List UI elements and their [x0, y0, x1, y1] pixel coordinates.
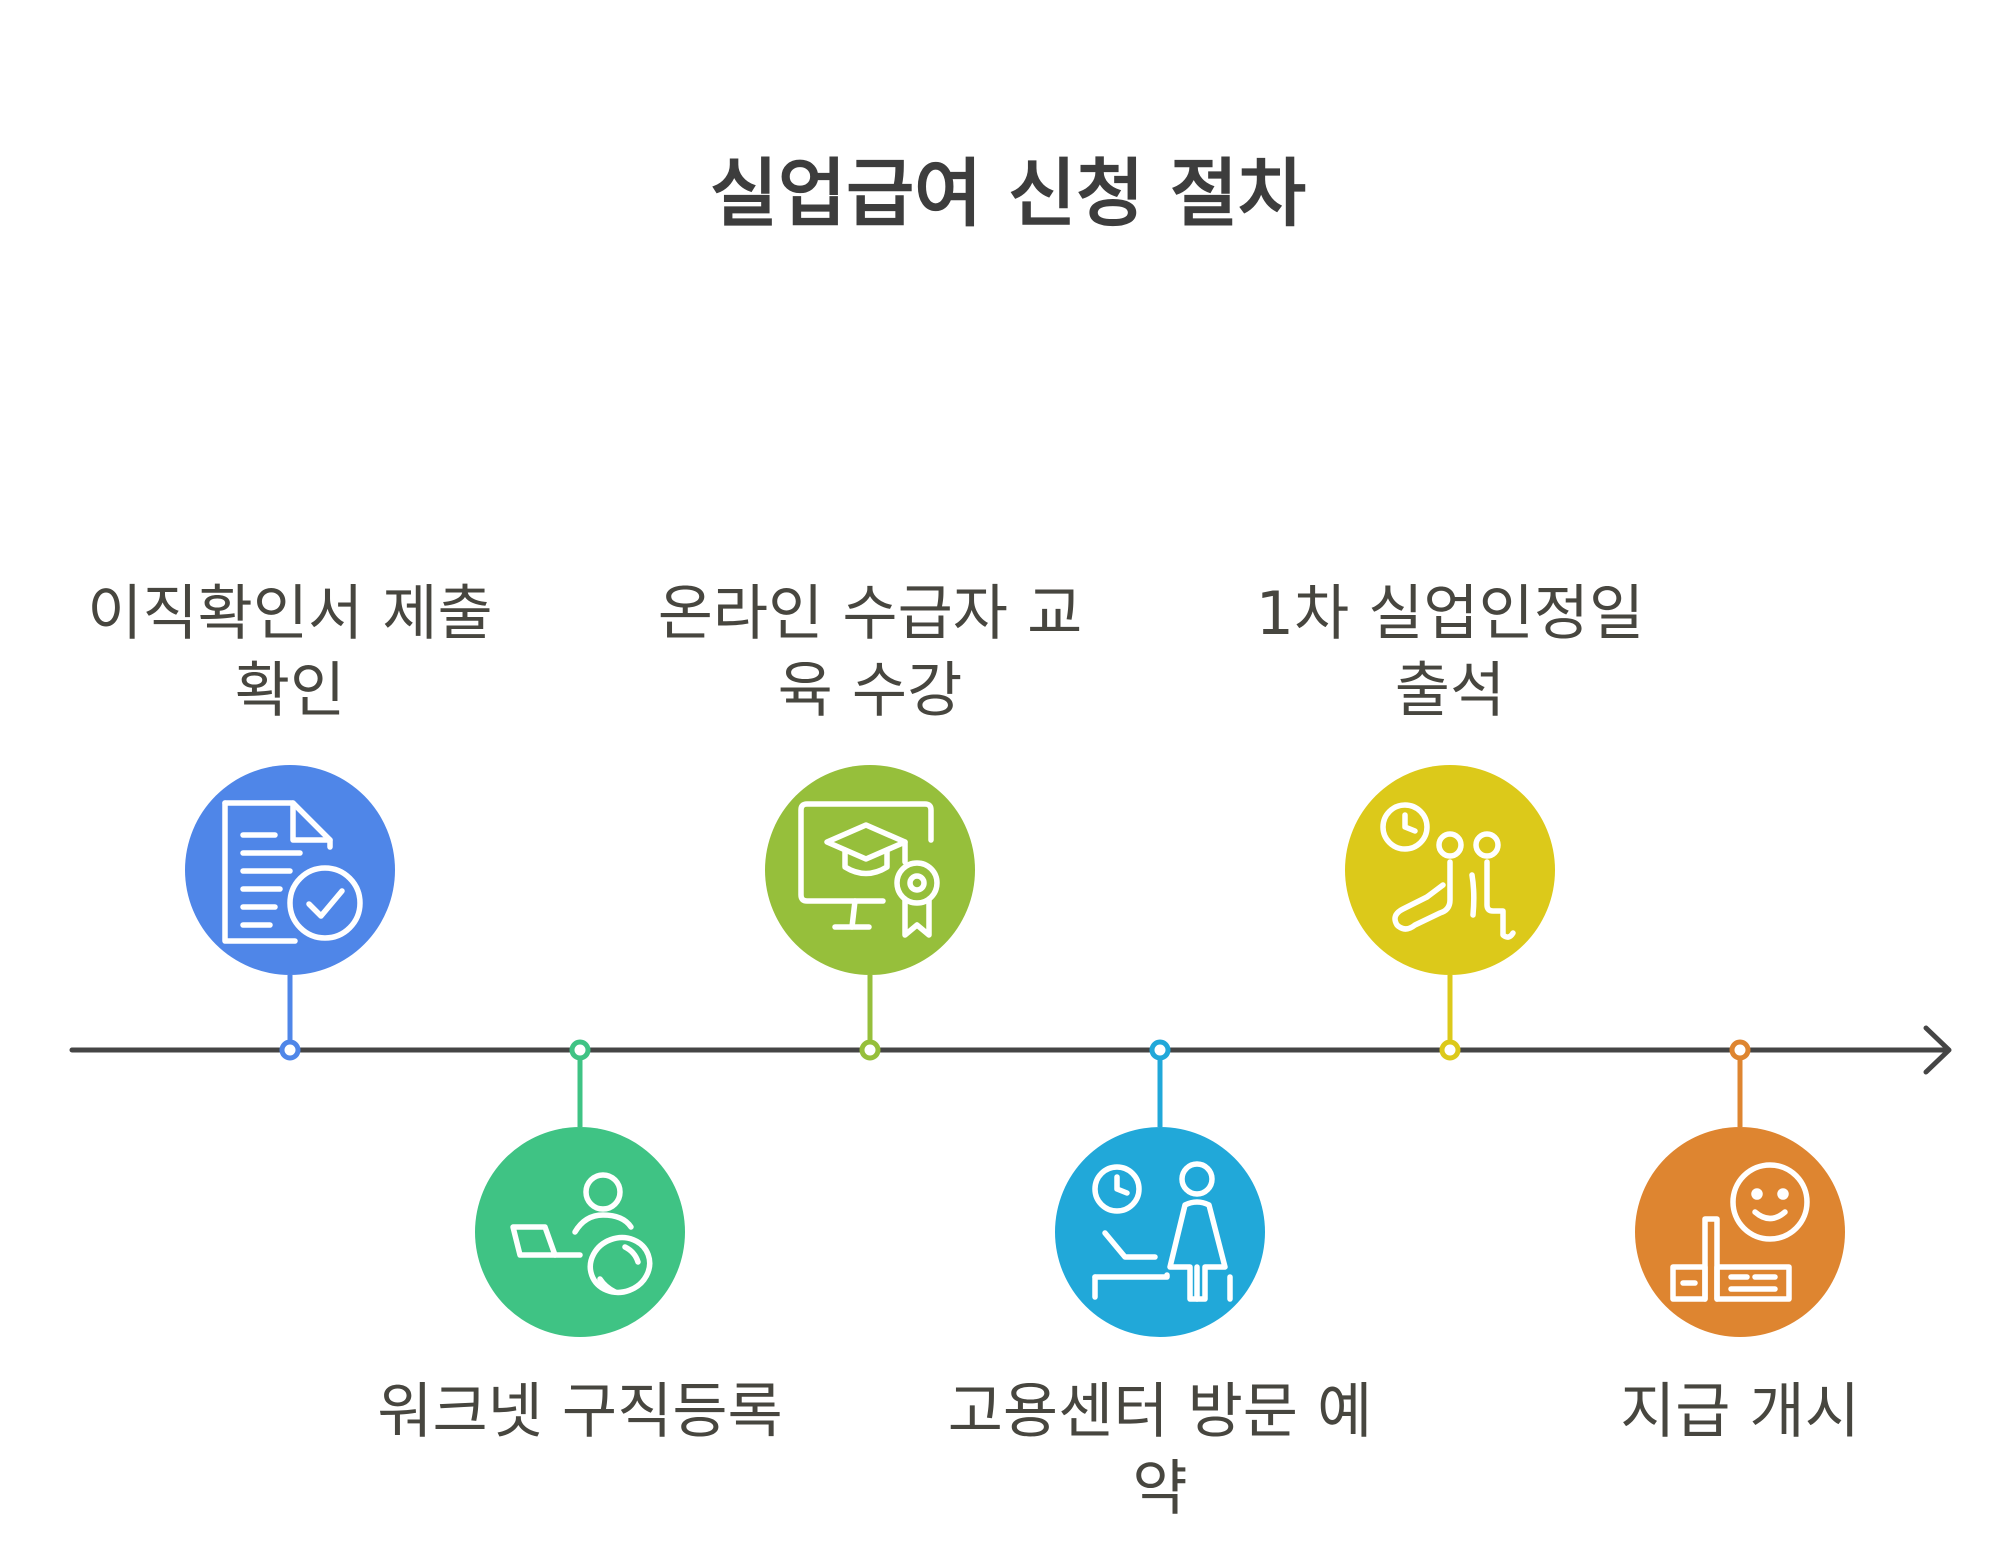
axis-node [1729, 1039, 1751, 1061]
appointment-visit-icon [1092, 1161, 1233, 1302]
step-circle-payment-start [1635, 1127, 1845, 1337]
axis-node [569, 1039, 591, 1061]
step-label-resignation-confirmation: 이직확인서 제출 확인 [87, 579, 493, 726]
document-check-icon [222, 800, 363, 944]
payment-smile-icon [1670, 1162, 1810, 1302]
step-label-worknet-registration: 워크넷 구직등록 [377, 1377, 783, 1447]
attendance-clock-people-icon [1380, 802, 1516, 940]
axis-node [279, 1039, 301, 1061]
step-label-online-education: 온라인 수급자 교육 수강 [657, 579, 1083, 726]
axis-node [859, 1039, 881, 1061]
job-search-laptop-icon [510, 1172, 653, 1296]
axis-node [1149, 1039, 1171, 1061]
step-circle-center-visit-reservation [1055, 1127, 1265, 1337]
step-label-center-visit-reservation: 고용센터 방문 예약 [947, 1377, 1373, 1524]
axis-node [1439, 1039, 1461, 1061]
step-circle-online-education [765, 765, 975, 975]
step-circle-worknet-registration [475, 1127, 685, 1337]
step-circle-resignation-confirmation [185, 765, 395, 975]
timeline-arrow-head [1923, 1025, 1952, 1075]
step-label-first-attendance: 1차 실업인정일 출석 [1255, 579, 1645, 726]
diagram-title: 실업급여 신청 절차 [709, 151, 1307, 237]
step-label-payment-start: 지급 개시 [1620, 1377, 1860, 1447]
online-education-certificate-icon [798, 801, 940, 938]
step-circle-first-attendance [1345, 765, 1555, 975]
